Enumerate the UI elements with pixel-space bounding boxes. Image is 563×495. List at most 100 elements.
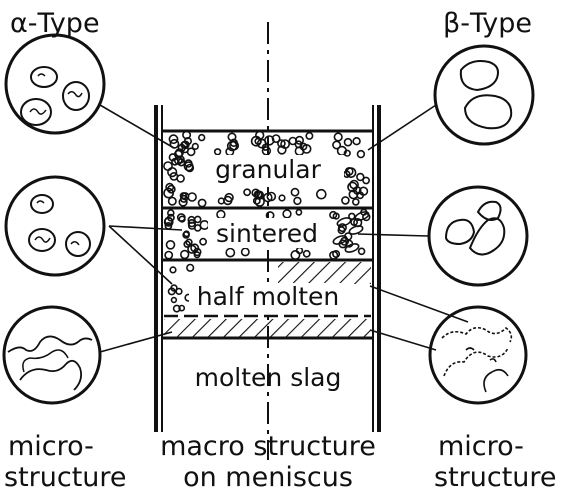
sintered-grain — [183, 240, 191, 248]
granule — [213, 148, 222, 156]
sintered-particles — [163, 208, 371, 261]
sintered-grain — [187, 215, 196, 224]
granule — [174, 148, 184, 158]
granule — [180, 140, 189, 149]
granule — [256, 190, 264, 199]
granule — [261, 146, 272, 156]
granule — [191, 142, 199, 150]
alpha-sintered-micro — [4, 175, 106, 277]
granule — [277, 139, 286, 148]
sintered-grain — [295, 208, 303, 216]
granular-particles — [163, 130, 370, 208]
layer-label-sintered: sintered — [216, 219, 318, 248]
sintered-grain — [329, 210, 338, 220]
beta-sintered-micro — [427, 185, 529, 287]
granule — [226, 140, 238, 152]
granule — [243, 188, 251, 197]
granule — [198, 133, 206, 142]
granule — [176, 174, 185, 183]
granule — [290, 187, 300, 197]
half-molten-grain — [172, 304, 181, 313]
caption-right-line2: structure — [434, 462, 557, 493]
granule — [356, 149, 366, 159]
sintered-grain — [199, 237, 207, 246]
granule — [197, 198, 207, 208]
granule — [168, 134, 179, 145]
sintered-flake — [354, 211, 370, 221]
granule — [227, 132, 237, 142]
granule — [277, 145, 287, 155]
granule — [183, 161, 194, 172]
sintered-grain — [193, 251, 201, 259]
sintered-grain — [290, 250, 301, 261]
sintered-grain — [225, 247, 236, 258]
granule — [165, 182, 175, 192]
granule — [356, 191, 365, 200]
alpha-granular-micro — [4, 33, 106, 135]
granule — [333, 132, 343, 142]
sintered-grain — [216, 209, 226, 220]
sintered-grain — [240, 247, 250, 257]
half-molten-grain — [169, 266, 177, 274]
layer-label-molten-slag: molten slag — [195, 363, 342, 392]
granule — [343, 149, 351, 157]
layer-label-half-molten: half molten — [197, 282, 339, 311]
granule — [278, 194, 286, 202]
granule — [177, 158, 186, 167]
granule — [315, 188, 327, 200]
sintered-grain — [337, 223, 347, 233]
sintered-grain — [165, 240, 176, 250]
sintered-grain — [282, 209, 292, 219]
hatched-area-lower — [164, 319, 371, 337]
granule — [163, 161, 173, 171]
caption-right-line1: micro- — [438, 431, 524, 462]
sintered-grain — [193, 215, 202, 224]
sintered-grain — [176, 213, 186, 222]
granule — [181, 192, 190, 201]
half-molten-grain — [170, 296, 178, 304]
sintered-grain — [357, 247, 366, 256]
beta-type-heading: β-Type — [443, 8, 532, 39]
granule — [351, 198, 360, 206]
granule — [229, 138, 239, 148]
granule — [347, 181, 358, 193]
beta-granular-micro — [433, 44, 535, 146]
caption-left-line1: micro- — [8, 431, 94, 462]
sintered-grain — [183, 230, 190, 238]
granule — [288, 136, 298, 146]
sintered-grain — [348, 212, 356, 221]
sintered-grain — [180, 249, 190, 260]
hatched-area-upper — [278, 262, 371, 284]
layer-boundaries — [162, 129, 373, 340]
sintered-grain — [163, 217, 174, 227]
granule — [167, 196, 177, 206]
granule — [223, 195, 233, 206]
granule — [167, 167, 178, 178]
sintered-grain — [190, 243, 200, 253]
sintered-grain — [302, 249, 311, 258]
granule — [362, 176, 370, 185]
sintered-flake — [332, 235, 348, 245]
caption-left-line2: structure — [4, 462, 127, 493]
granule — [266, 191, 277, 202]
granule — [271, 134, 281, 143]
sintered-grain — [167, 209, 175, 217]
granule — [352, 137, 361, 146]
sintered-grain — [199, 220, 210, 231]
caption-center-line2: on meniscus — [183, 462, 353, 493]
granule — [341, 196, 350, 205]
alpha-molten-micro — [2, 305, 102, 405]
half-molten-grain — [178, 304, 186, 312]
layer-label-granular: granular — [215, 155, 321, 184]
granule — [166, 184, 176, 194]
sintered-flake — [344, 243, 360, 253]
granule — [293, 196, 302, 206]
half-molten-grain — [175, 287, 183, 296]
granule — [305, 131, 314, 140]
sintered-flake — [348, 225, 364, 235]
half-molten-grain — [186, 263, 195, 272]
granule — [356, 172, 365, 182]
granule — [332, 140, 342, 150]
granule — [345, 167, 357, 178]
